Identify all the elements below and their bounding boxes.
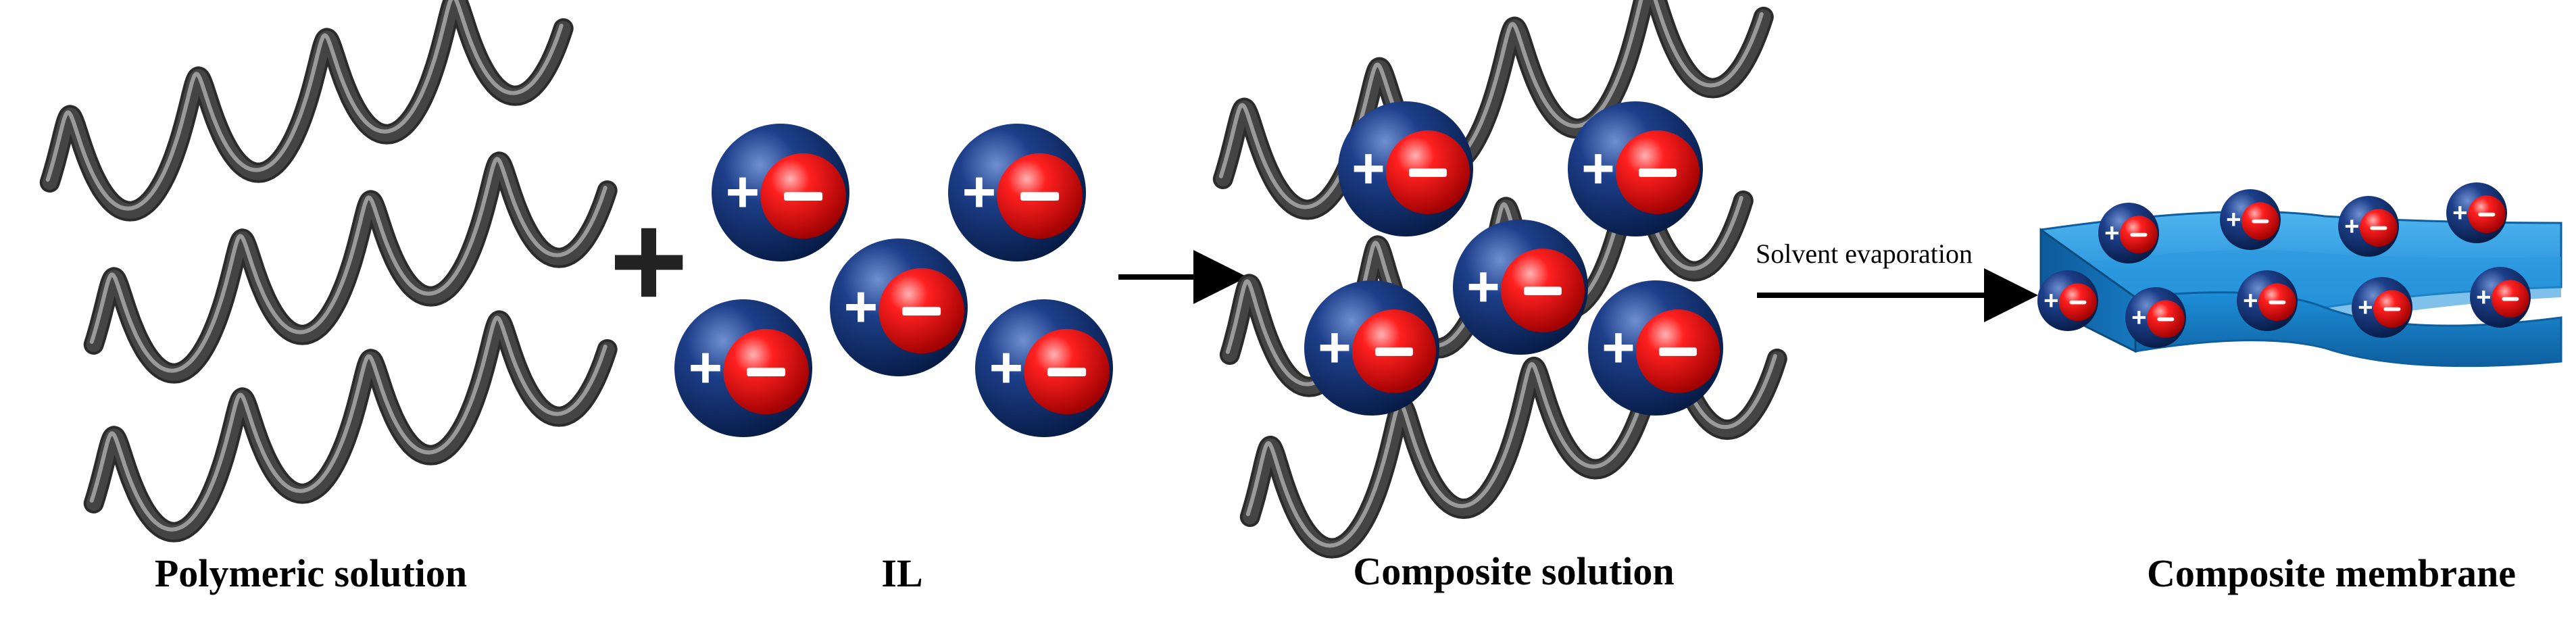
ion-pair: + [2125, 287, 2186, 348]
cation-sign: + [1581, 136, 1615, 201]
caption-il: IL [881, 551, 923, 595]
cation-sign: + [2344, 212, 2359, 241]
ion-pair: + [1304, 280, 1439, 416]
cation-sign: + [989, 336, 1024, 401]
ion-pair: + [1338, 101, 1473, 236]
anion-sign [784, 192, 823, 201]
ion-pair: + [2470, 267, 2531, 328]
polymer-chain [83, 151, 618, 384]
ion-pair: + [2446, 182, 2507, 243]
anion-sign [1524, 286, 1562, 295]
ion-pair: + [1568, 101, 1703, 236]
plus-sign: + [610, 186, 689, 336]
polymer-chain [83, 310, 618, 543]
cation-sign: + [1602, 316, 1635, 380]
cation-sign: + [2104, 219, 2119, 248]
anion-sign [1375, 347, 1413, 356]
anion-sign [2502, 297, 2519, 301]
cation-sign: + [2044, 286, 2058, 316]
anion-sign [1639, 168, 1677, 177]
ion-pair: + [2338, 196, 2399, 257]
anion-sign [1020, 192, 1060, 201]
anion-sign [2370, 226, 2387, 230]
cation-sign: + [2226, 205, 2241, 234]
ion-pair: + [830, 238, 968, 376]
caption-composite-solution: Composite solution [1353, 549, 1675, 593]
ion-pair: + [975, 299, 1113, 437]
anion-sign [2069, 300, 2087, 305]
anion-sign [2252, 219, 2269, 224]
cation-sign: + [1466, 255, 1500, 319]
anion-sign [2478, 212, 2496, 217]
cation-sign: + [1352, 136, 1385, 201]
ion-pair: + [1588, 280, 1723, 416]
anion-sign [747, 368, 786, 377]
cation-sign: + [2358, 293, 2373, 322]
ion-pair: + [948, 124, 1086, 261]
anion-sign [1409, 168, 1447, 177]
ion-pair: + [2237, 270, 2298, 331]
anion-sign [1659, 347, 1697, 356]
membrane-ion-pairs: + + + + + + + + + [2037, 182, 2531, 348]
polymer-chain [1212, 0, 1774, 220]
ion-pair: + [2037, 270, 2098, 331]
cation-sign: + [2131, 303, 2146, 332]
polymer-chains-group [39, 0, 618, 543]
cation-sign: + [2476, 283, 2491, 312]
caption-composite-membrane: Composite membrane [2146, 551, 2517, 595]
caption-polymeric-solution: Polymeric solution [154, 551, 468, 595]
cation-sign: + [962, 160, 997, 225]
ion-pair: + [674, 299, 812, 437]
cation-sign: + [689, 336, 723, 401]
ionic-liquid-group: + + + + + [674, 124, 1113, 437]
cation-sign: + [844, 275, 878, 340]
cation-sign: + [726, 160, 760, 225]
cation-sign: + [1318, 316, 1352, 380]
anion-sign [2130, 232, 2148, 237]
cation-sign: + [2452, 199, 2467, 228]
ion-pair: + [2220, 189, 2281, 250]
anion-sign [2383, 307, 2401, 311]
polymer-chain [39, 0, 574, 222]
anion-sign [1047, 368, 1087, 377]
ion-pair: + [2098, 203, 2159, 263]
ion-pair: + [2352, 277, 2412, 338]
anion-sign [2157, 317, 2175, 322]
composite-ion-pairs: + + + + + [1304, 101, 1723, 416]
arrow-label-solvent-evaporation: Solvent evaporation [1756, 238, 1973, 269]
anion-sign [2269, 300, 2286, 305]
ion-pair: + [1453, 220, 1588, 355]
anion-sign [902, 307, 941, 316]
ion-pair: + [712, 124, 849, 261]
cation-sign: + [2243, 286, 2258, 316]
